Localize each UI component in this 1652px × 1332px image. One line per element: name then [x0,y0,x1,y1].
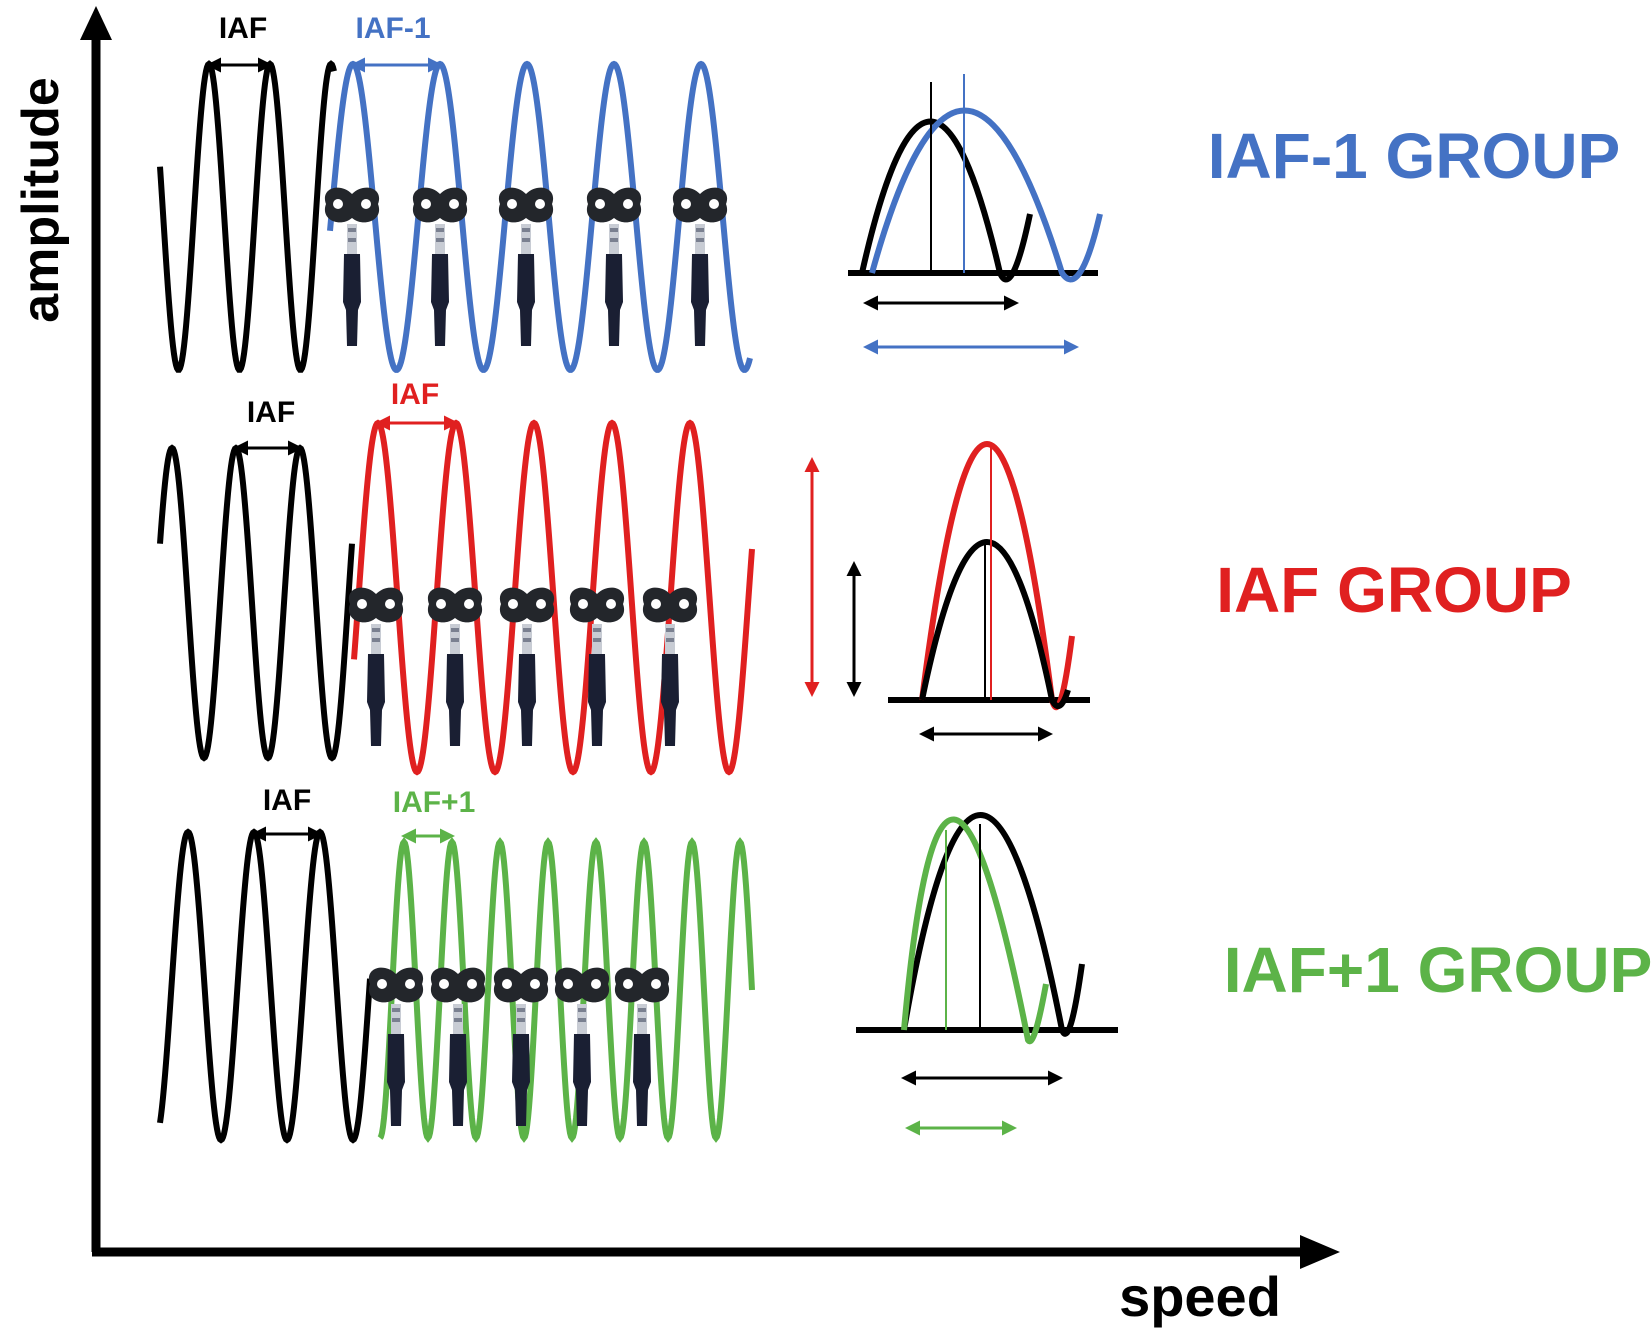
stim-freq-label: IAF+1 [393,786,476,819]
baseline-wave [157,828,373,1144]
amplitude-arrows [804,457,862,697]
y-axis [80,6,112,1252]
spectrum-inset [856,812,1118,1136]
group-label: IAF GROUP [1216,554,1572,626]
group-label: IAF+1 GROUP [1224,934,1652,1006]
baseline-wave [157,60,337,373]
baseline-freq-label: IAF [247,396,295,429]
x-axis-label: speed [1119,1265,1281,1328]
baseline-wave [157,444,355,762]
group-row-iaf-plus-1: IAF IAF+1 IAF+1 GROUP [157,784,1652,1144]
stim-freq-label: IAF-1 [356,12,431,45]
spectrum-inset [848,74,1103,355]
stimulation-wave [377,837,755,1143]
group-row-iaf: IAF IAF IAF GROUP [157,378,1572,776]
stimulation-wave [351,419,755,776]
y-axis-label: amplitude [12,77,70,323]
baseline-freq-label: IAF [263,784,311,817]
stim-freq-label: IAF [391,378,439,411]
group-row-iaf-minus-1: IAF IAF-1 IAF-1 GROUP [157,12,1620,373]
spectrum-inset [888,441,1090,742]
x-axis [92,1235,1340,1269]
baseline-freq-label: IAF [219,12,267,45]
group-label: IAF-1 GROUP [1208,120,1620,192]
